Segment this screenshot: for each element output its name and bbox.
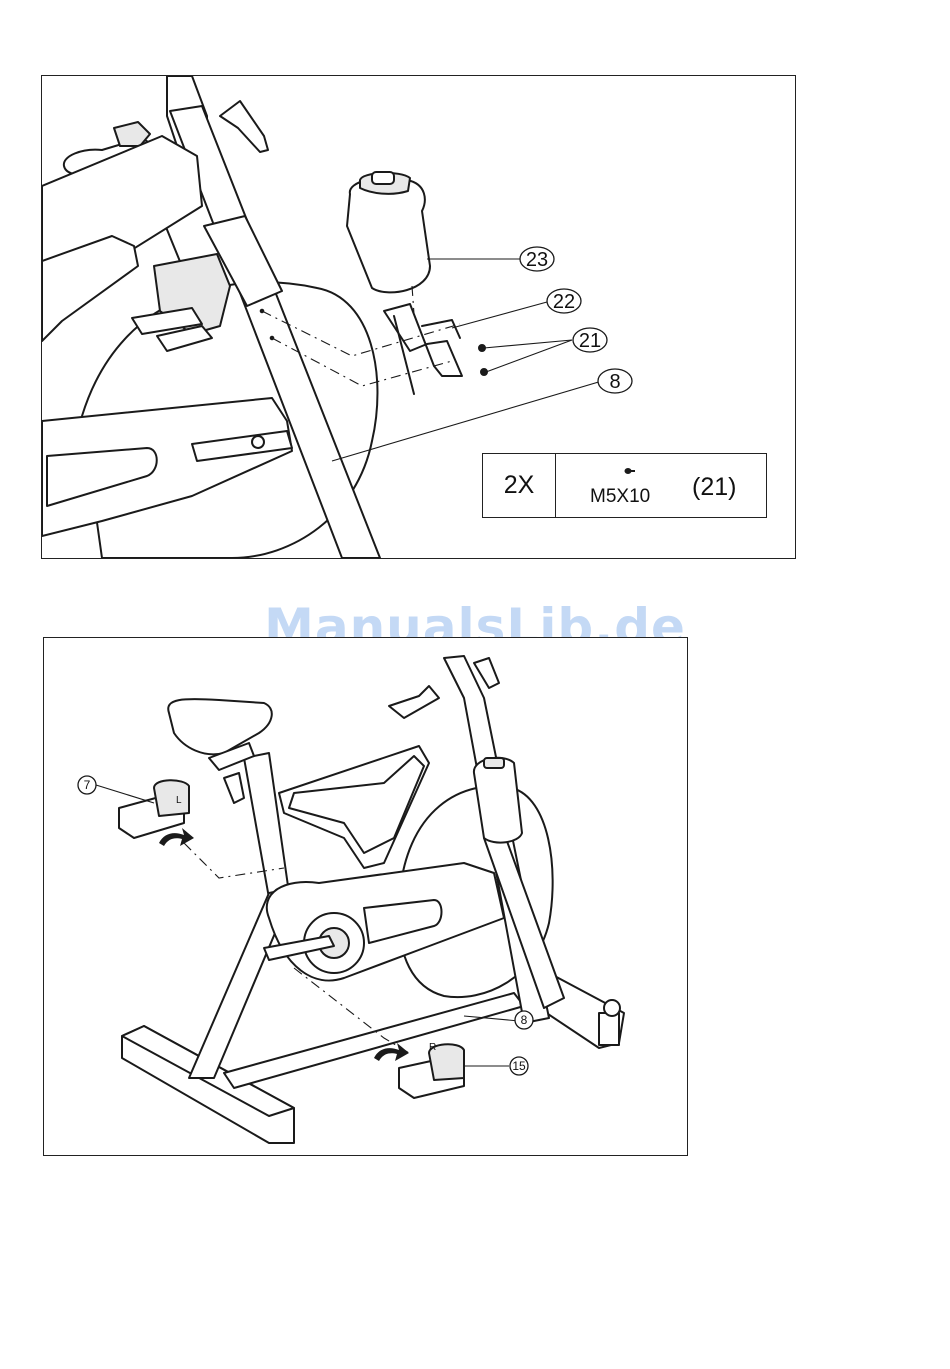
callout-23: 23	[520, 247, 554, 271]
pedal-left-strap	[154, 780, 189, 816]
leader-21b	[486, 340, 572, 372]
callout-8: 8	[515, 1011, 533, 1029]
parts-description: M5X10 (21)	[556, 454, 766, 517]
transport-wheel	[604, 1000, 620, 1016]
bottle-cage-assembly-diagram: 23 22 21 8 2X M5X10 (21)	[41, 75, 796, 559]
bottle-cap	[484, 758, 504, 768]
leader-21a	[484, 340, 572, 348]
rear-foot	[599, 1013, 619, 1045]
callout-8: 8	[598, 369, 632, 393]
svg-text:21: 21	[579, 330, 601, 352]
callout-7: 7	[78, 776, 96, 794]
svg-text:23: 23	[526, 249, 548, 271]
screw-part-ref: (21)	[692, 473, 736, 502]
svg-text:7: 7	[84, 778, 91, 792]
pedal-drawing: L R 7 8 15	[44, 638, 687, 1155]
rotate-arrow-left-icon	[159, 828, 194, 846]
seat-post	[244, 753, 289, 898]
callout-21: 21	[573, 328, 607, 352]
callout-22: 22	[547, 289, 581, 313]
bottle-cage-arm	[394, 316, 414, 394]
hardware-parts-table: 2X M5X10 (21)	[482, 453, 767, 518]
pedal-assembly-diagram: L R 7 8 15	[43, 637, 688, 1156]
seat-lever	[224, 773, 244, 803]
leader-7	[96, 785, 154, 803]
saddle	[168, 699, 272, 754]
handlebar-lever	[220, 101, 268, 152]
svg-text:15: 15	[512, 1059, 526, 1073]
base-rail	[224, 993, 524, 1088]
screw-size-label: M5X10	[590, 486, 650, 508]
handlebar-knob	[389, 686, 439, 718]
hole-upper	[260, 309, 264, 313]
callout-15: 15	[510, 1057, 528, 1075]
parts-quantity: 2X	[483, 454, 556, 517]
svg-text:8: 8	[521, 1013, 528, 1027]
svg-text:8: 8	[609, 371, 620, 393]
hole-lower	[270, 336, 274, 340]
pedal-left-mark: L	[176, 795, 182, 806]
bottle-cage-mount	[422, 320, 460, 338]
bottle-cage	[384, 304, 462, 376]
screw-icon	[624, 467, 636, 475]
svg-text:22: 22	[553, 291, 575, 313]
leader-22	[452, 302, 547, 328]
water-bottle	[347, 178, 430, 293]
pedal-right-mark: R	[429, 1042, 436, 1053]
bottle-nozzle	[372, 172, 394, 184]
rod-nut	[252, 436, 264, 448]
